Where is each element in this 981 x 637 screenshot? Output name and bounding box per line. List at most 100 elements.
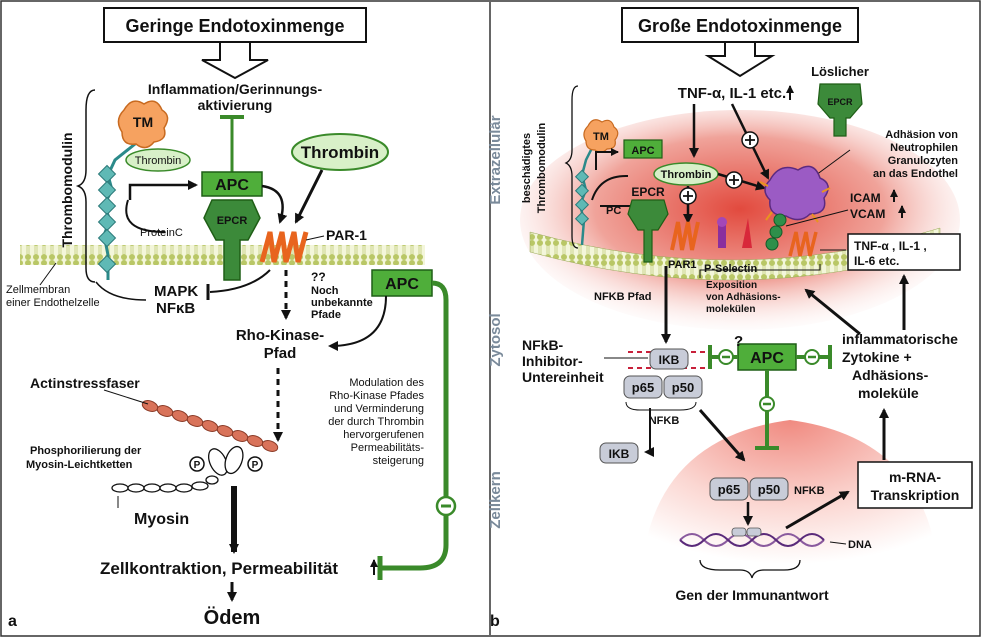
membrane-label-line1: Zellmembran <box>6 284 70 296</box>
membrane-leader <box>39 262 57 286</box>
panel-a-letter: a <box>8 613 17 630</box>
rho-line1: Rho-Kinase- <box>236 327 324 344</box>
panel-b: Große Endotoxinmenge TNF-α, IL-1 etc. Lö… <box>487 7 973 630</box>
svg-text:der durch Thrombin: der durch Thrombin <box>328 416 424 428</box>
arrow-dna-mrna <box>785 490 850 530</box>
cytokines-box-line1: TNF-α , IL-1 , <box>854 239 927 253</box>
tm-blob-b <box>583 119 619 153</box>
dna-helix <box>679 533 825 547</box>
arrow-tm-apc-b <box>595 148 619 170</box>
side-zellkern: Zellkern <box>487 471 504 529</box>
svg-text:steigerung: steigerung <box>373 455 424 467</box>
phospho-line1: Phosphorilierung der <box>30 445 142 457</box>
p-selectin-head <box>717 217 727 227</box>
p65-bound-label: p65 <box>632 380 654 395</box>
arrow-proteinc <box>125 199 166 233</box>
thrombin-small-label: Thrombin <box>135 155 181 167</box>
inhibitor-line2: Inhibitor- <box>522 353 583 369</box>
phosphate-label-1: P <box>194 460 201 471</box>
membrane-a <box>20 245 425 265</box>
icam-vcam-molecule <box>765 213 787 251</box>
apc-small-b <box>623 139 663 159</box>
mapk-label: MAPK <box>154 283 198 300</box>
modulation-text: Modulation des Rho-Kinase Pfades und Ver… <box>328 377 424 467</box>
edema-label: Ödem <box>204 606 261 629</box>
vcam-label: VCAM <box>850 207 885 221</box>
bound-p65 <box>731 527 747 537</box>
thrombin-big-label: Thrombin <box>301 143 379 162</box>
apc-small-label: APC <box>631 145 654 157</box>
phosphate-icon-2 <box>247 456 263 472</box>
unknown-3: unbekannte <box>311 297 373 309</box>
p50-nucleus-label: p50 <box>758 482 780 497</box>
gene-label: Gen der Immunantwort <box>675 587 829 603</box>
arrow-nfkb-nucleus <box>698 409 746 462</box>
exposition-2: von Adhäsions- <box>706 292 781 303</box>
pc-label: PC <box>606 205 621 217</box>
apc-label-a: APC <box>215 177 249 194</box>
apc-label-a-right: APC <box>385 276 419 293</box>
par1-label-b: PAR1 <box>668 259 697 271</box>
p65-nucleus-label: p65 <box>718 482 740 497</box>
adhesion-3: Granulozyten <box>888 155 959 167</box>
mrna-box <box>857 461 973 509</box>
epcr-a <box>203 199 261 281</box>
panel-a: Geringe Endotoxinmenge Inflammation/Geri… <box>6 7 457 630</box>
cytokines-box-line2: IL-6 etc. <box>854 254 899 268</box>
panel-b-header: Große Endotoxinmenge <box>638 16 842 36</box>
p-selectin-molecule <box>718 220 726 248</box>
inflam-line1: inflammatorische <box>842 331 958 347</box>
epcr-label-a: EPCR <box>217 215 248 227</box>
thrombomodulin-brace <box>75 89 96 283</box>
phosphate-label-2: P <box>252 460 259 471</box>
inflammation-line2: aktivierung <box>198 97 273 113</box>
ikb-free-label: IKB <box>609 447 630 461</box>
cytokines-box <box>847 233 961 271</box>
gene-brace <box>699 559 801 579</box>
epcr-b-label: EPCR <box>631 185 665 199</box>
neutrophil <box>764 165 829 221</box>
svg-text:und Verminderung: und Verminderung <box>334 403 424 415</box>
tm-label: TM <box>133 114 153 130</box>
rho-line2: Pfad <box>264 345 297 362</box>
svg-text:hervorgerufenen: hervorgerufenen <box>343 429 424 441</box>
thrombin-big <box>291 133 389 171</box>
tnf-label: TNF-α, IL-1 etc. <box>678 85 786 102</box>
phosphate-icon-1 <box>189 456 205 472</box>
nfkb-label-a: NFκB <box>156 300 195 317</box>
myosin-molecule <box>111 445 244 493</box>
damaged-line2: Thrombomodulin <box>536 123 548 214</box>
par1-leader <box>305 235 325 241</box>
par1-receptor-b <box>670 221 700 251</box>
panel-a-header-box <box>103 7 367 43</box>
svg-text:Modulation des: Modulation des <box>349 377 424 389</box>
unknown-4: Pfade <box>311 309 341 321</box>
thrombin-small <box>125 148 191 172</box>
cytokine-receptor <box>788 231 818 257</box>
header-arrow-a <box>201 41 269 80</box>
thrombin-b-label: Thrombin <box>661 169 712 181</box>
phospho-line2: Myosin-Leichtketten <box>26 459 133 471</box>
inflam-line2: Zytokine + <box>842 349 912 365</box>
arrow-thrombin-par1 <box>294 169 324 224</box>
apc-box-a <box>201 171 263 197</box>
icam-label: ICAM <box>850 191 881 205</box>
nfkb-path-label: NFKB Pfad <box>594 291 651 303</box>
dna-leader <box>829 541 847 545</box>
exposition-bracket <box>699 264 821 278</box>
nfkb-brace <box>625 401 697 411</box>
tm-domains <box>97 164 117 274</box>
tm-label-b: TM <box>593 131 609 143</box>
thrombomodulin-side-label: Thrombomodulin <box>59 132 75 247</box>
inflammation-glow <box>520 110 960 330</box>
svg-text:Rho-Kinase Pfades: Rho-Kinase Pfades <box>329 390 424 402</box>
damaged-brace <box>564 85 579 249</box>
p50-nucleus <box>749 477 789 501</box>
panel-b-header-box <box>621 7 859 43</box>
ikb-free <box>599 442 639 464</box>
ikb-bound-label: IKB <box>659 353 680 367</box>
protein-c-label: ProteinC <box>140 227 183 239</box>
tm-blob <box>117 100 169 149</box>
